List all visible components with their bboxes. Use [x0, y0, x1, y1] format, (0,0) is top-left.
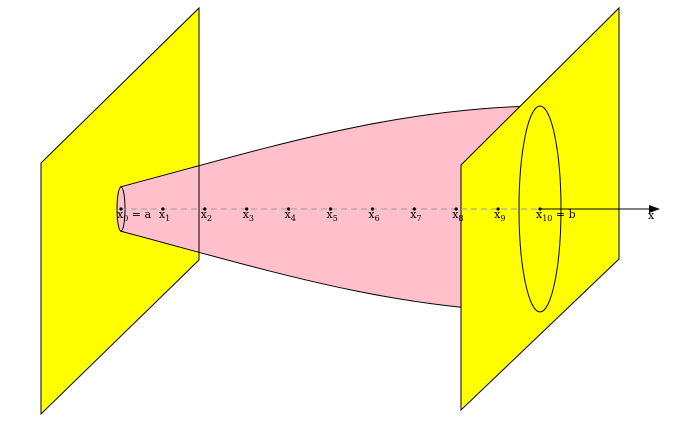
partition-label-4: x4: [285, 208, 296, 223]
partition-label-1: x1: [159, 208, 170, 223]
partition-point-8: [454, 207, 458, 211]
partition-point-4: [287, 207, 291, 211]
partition-point-0: [119, 207, 123, 211]
x-axis-label: x: [648, 209, 655, 222]
partition-label-0: x0 = a: [117, 208, 152, 223]
partition-label-7: x7: [410, 208, 421, 223]
partition-point-9: [496, 207, 500, 211]
partition-label-2: x2: [201, 208, 212, 223]
partition-label-10: x10 = b: [536, 208, 576, 223]
partition-point-10: [538, 207, 542, 211]
partition-label-3: x3: [243, 208, 254, 223]
partition-point-3: [245, 207, 249, 211]
solid-top-edge: [119, 105, 541, 188]
partition-point-6: [370, 207, 374, 211]
partition-point-2: [203, 207, 207, 211]
partition-label-6: x6: [368, 208, 379, 223]
partition-point-1: [161, 207, 165, 211]
partition-label-5: x5: [327, 208, 338, 223]
x-axis-arrowhead: [649, 205, 660, 213]
partition-label-8: x8: [452, 208, 463, 223]
partition-point-7: [412, 207, 416, 211]
partition-label-9: x9: [494, 208, 505, 223]
partition-point-5: [328, 207, 333, 211]
partition-points: x0 = a x1 x2 x3 x4 x5 x6 x7 x8 x9 x10 = b: [117, 207, 576, 223]
